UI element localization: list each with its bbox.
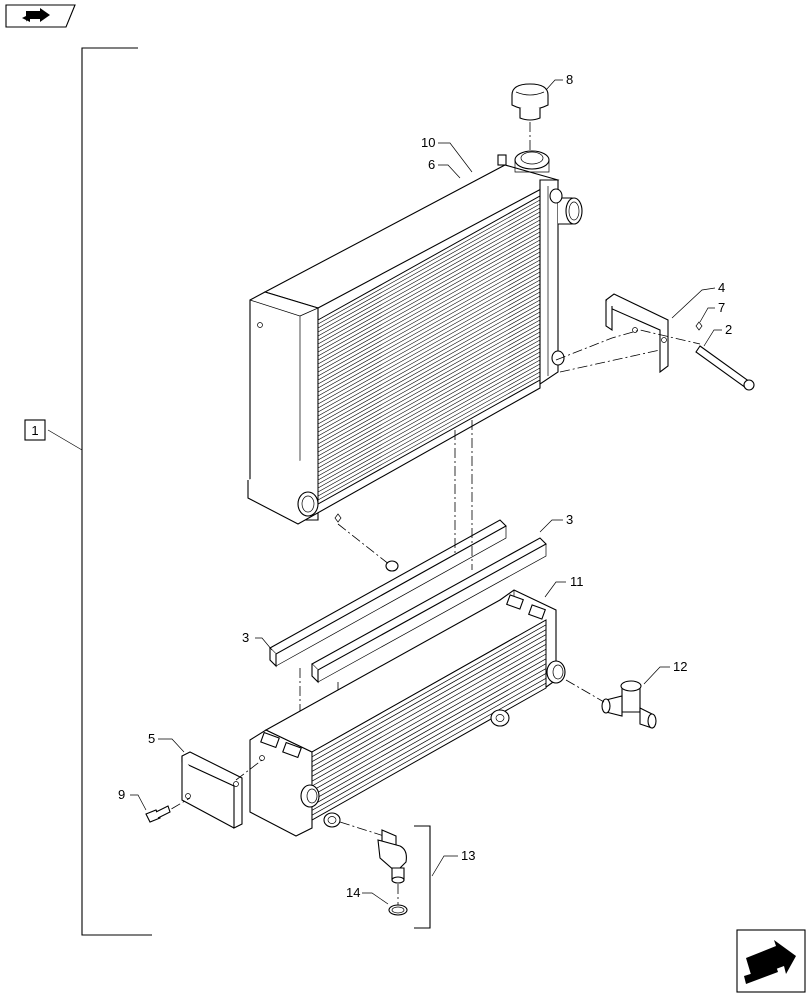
- radiator: [247, 150, 583, 525]
- callout-12: 12: [673, 659, 687, 674]
- fin-line: [317, 347, 541, 473]
- fin-line: [311, 643, 547, 777]
- callout-14: 14: [346, 885, 360, 900]
- fin-line: [317, 247, 541, 373]
- fin-line: [317, 259, 541, 385]
- fin-line: [317, 367, 541, 493]
- callout-3a: 3: [242, 630, 249, 645]
- fin-line: [317, 279, 541, 405]
- fin-line: [311, 648, 547, 782]
- fin-line: [317, 263, 541, 389]
- fin-line: [317, 323, 541, 449]
- fin-line: [317, 203, 541, 329]
- fin-line: [317, 223, 541, 349]
- fin-line: [311, 658, 547, 792]
- fin-line: [317, 239, 541, 365]
- fin-line: [311, 634, 547, 767]
- fin-line: [317, 219, 541, 345]
- elbow-fitting: [339, 821, 407, 906]
- callout-13: 13: [461, 848, 475, 863]
- fin-line: [317, 227, 541, 353]
- fin-line: [311, 663, 547, 797]
- mount-bracket: [605, 293, 669, 374]
- callout-6: 6: [428, 157, 435, 172]
- drain-plug: [334, 513, 399, 572]
- oil-cooler-fins: [311, 624, 547, 816]
- fin-line: [311, 624, 547, 758]
- fin-line: [317, 235, 541, 361]
- callout-8: 8: [566, 72, 573, 87]
- bolt: [145, 805, 171, 823]
- fin-line: [317, 255, 541, 381]
- clip: [695, 321, 703, 331]
- callout-11: 11: [570, 574, 584, 589]
- fin-line: [317, 283, 541, 409]
- fin-line: [317, 331, 541, 457]
- fin-line: [317, 231, 541, 357]
- fin-line: [317, 355, 541, 481]
- callout-1-box: 1: [24, 419, 46, 441]
- fin-line: [317, 287, 541, 413]
- fin-line: [317, 295, 541, 421]
- fin-line: [311, 639, 547, 772]
- radiator-cap: [511, 83, 549, 150]
- callout-2: 2: [725, 322, 732, 337]
- leader-lines: [130, 79, 722, 905]
- fin-line: [317, 371, 541, 497]
- fin-line: [317, 359, 541, 485]
- fin-line: [311, 653, 547, 787]
- fin-line: [317, 327, 541, 453]
- fin-line: [311, 673, 547, 806]
- assembly-bracket: [47, 47, 152, 936]
- fin-line: [311, 629, 547, 763]
- group-bracket-13: [414, 825, 431, 929]
- callout-7: 7: [718, 300, 725, 315]
- callout-3b: 3: [566, 512, 573, 527]
- fin-line: [317, 291, 541, 417]
- fin-line: [317, 267, 541, 393]
- fin-line: [317, 271, 541, 397]
- page-turn-icon[interactable]: [5, 4, 76, 28]
- fin-line: [317, 215, 541, 341]
- fin-line: [317, 343, 541, 469]
- fin-line: [317, 243, 541, 369]
- fin-line: [311, 677, 547, 811]
- radiator-core-fins: [317, 199, 541, 501]
- fin-line: [317, 303, 541, 429]
- callout-4: 4: [718, 280, 725, 295]
- seal-strip-lower: [311, 537, 547, 684]
- fin-line: [317, 207, 541, 333]
- fin-line: [317, 199, 541, 325]
- callout-9: 9: [118, 787, 125, 802]
- fin-line: [317, 315, 541, 441]
- fin-line: [317, 311, 541, 437]
- fin-line: [317, 351, 541, 477]
- seal-strip-upper: [269, 519, 507, 668]
- oil-cooler: [249, 589, 566, 837]
- fin-line: [317, 339, 541, 465]
- fin-line: [317, 335, 541, 461]
- fin-line: [317, 275, 541, 401]
- fin-line: [317, 251, 541, 377]
- fin-line: [317, 307, 541, 433]
- callout-1: 1: [31, 423, 38, 438]
- fin-line: [317, 299, 541, 425]
- fin-line: [317, 319, 541, 445]
- fin-line: [311, 682, 547, 816]
- callout-10: 10: [421, 135, 435, 150]
- cooler-bracket: [155, 751, 263, 829]
- o-ring: [388, 904, 408, 916]
- callout-5: 5: [148, 731, 155, 746]
- fin-line: [317, 211, 541, 337]
- tee-fitting: [565, 679, 657, 729]
- fin-line: [317, 363, 541, 489]
- fin-line: [311, 668, 547, 801]
- next-page-arrow-icon[interactable]: [736, 929, 806, 993]
- fin-line: [317, 375, 541, 501]
- mount-pin: [695, 345, 755, 391]
